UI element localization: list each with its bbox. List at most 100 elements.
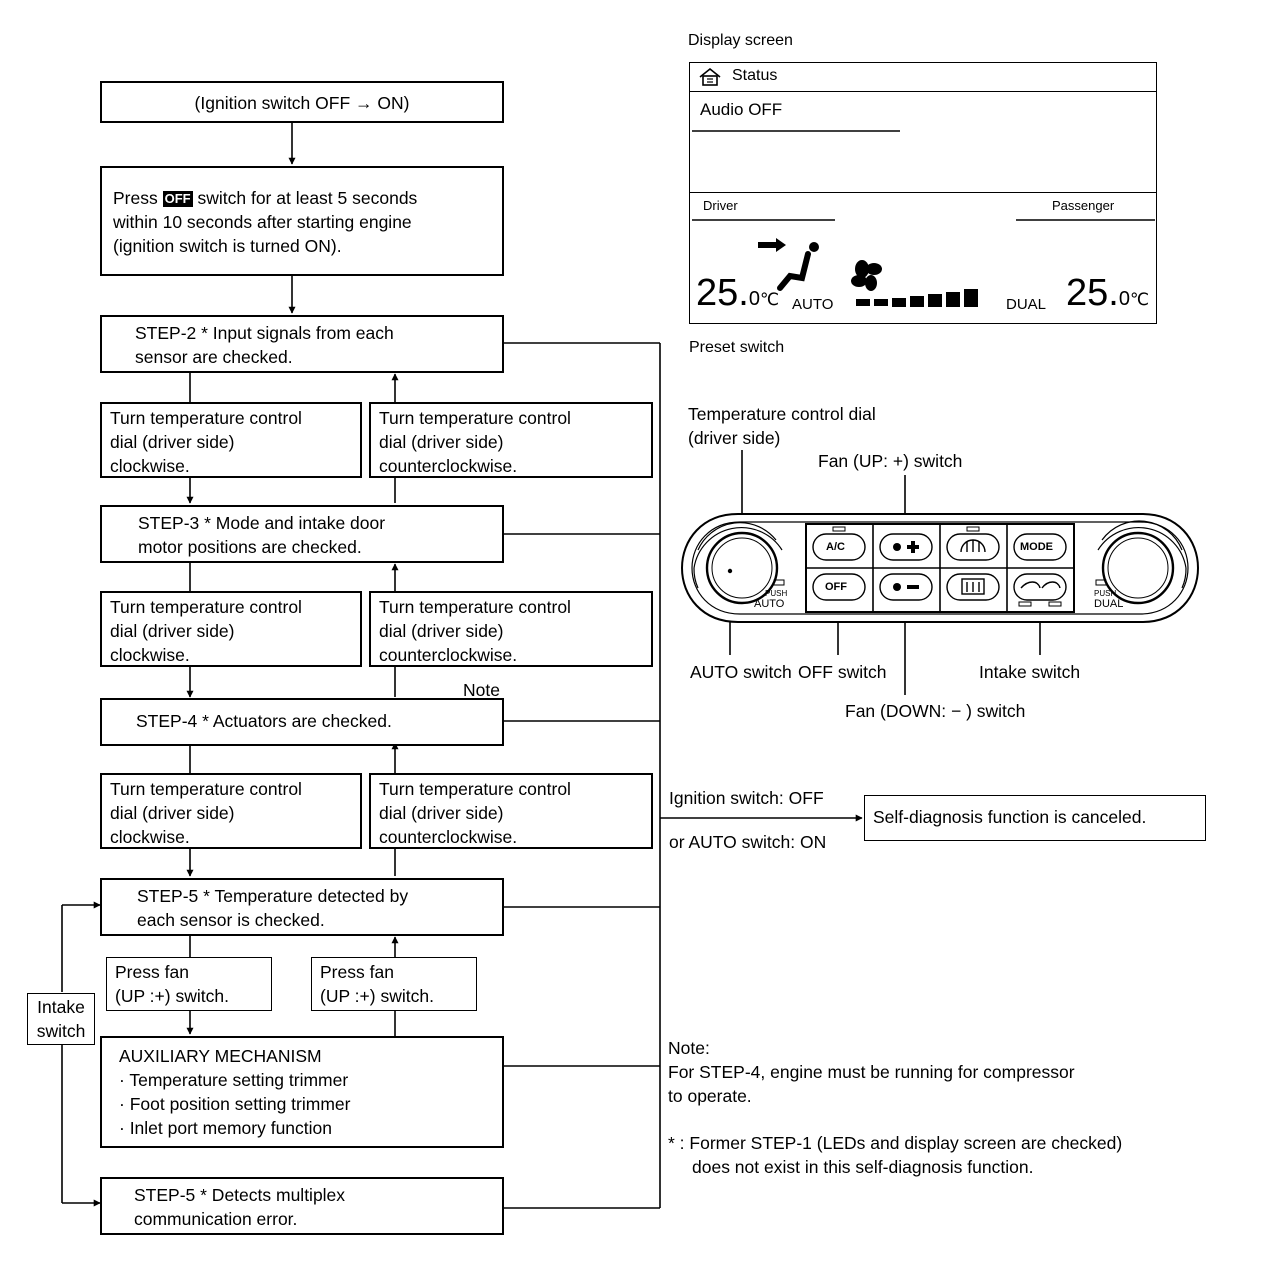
fan-down-label: Fan (DOWN: − ) switch bbox=[845, 699, 1025, 723]
press-off-box: Press OFF switch for at least 5 seconds … bbox=[100, 166, 504, 276]
fan-down-line3: switch bbox=[976, 701, 1026, 721]
turn-ccw-line3: counterclockwise. bbox=[379, 456, 518, 476]
cancel-result: Self-diagnosis function is canceled. bbox=[873, 807, 1147, 827]
note-body-line1: For STEP-4, engine must be running for c… bbox=[668, 1062, 1075, 1082]
off-button[interactable]: OFF bbox=[825, 581, 847, 593]
step5b-line2: communication error. bbox=[134, 1209, 298, 1229]
temp-dial-label-line1: Temperature control dial bbox=[688, 404, 876, 424]
passenger-temp: 25.0℃ bbox=[1066, 274, 1149, 319]
mode-button[interactable]: MODE bbox=[1020, 541, 1053, 553]
aux-item: · Inlet port memory function bbox=[119, 1118, 332, 1138]
turn-cw-line3: clockwise. bbox=[110, 645, 190, 665]
vent-mode-icon bbox=[758, 238, 819, 291]
off-switch-line2: switch bbox=[837, 662, 887, 682]
passenger-temp-int: 25. bbox=[1066, 272, 1119, 314]
fan-down-line2: (DOWN: − ) bbox=[880, 701, 972, 721]
step2-turn-cw-box: Turn temperature control dial (driver si… bbox=[100, 402, 362, 478]
step5b-line1: STEP-5 * Detects multiplex bbox=[134, 1185, 346, 1205]
aux-title: AUXILIARY MECHANISM bbox=[119, 1046, 322, 1066]
turn-cw-line2: dial (driver side) bbox=[110, 432, 235, 452]
turn-ccw-line1: Turn temperature control bbox=[379, 597, 571, 617]
turn-cw-line1: Turn temperature control bbox=[110, 779, 302, 799]
footnote-line1: * : Former STEP-1 (LEDs and display scre… bbox=[668, 1133, 1123, 1153]
step2-line2: sensor are checked. bbox=[135, 347, 293, 367]
turn-ccw-line2: dial (driver side) bbox=[379, 621, 504, 641]
step3-line1: STEP-3 * Mode and intake door bbox=[138, 513, 386, 533]
turn-cw-line1: Turn temperature control bbox=[110, 597, 302, 617]
audio-status: Audio OFF bbox=[700, 100, 783, 119]
press-off-line3: (ignition switch is turned ON). bbox=[113, 236, 342, 256]
display-status-bar: Status bbox=[690, 63, 1156, 92]
self-diagnosis-canceled-box: Self-diagnosis function is canceled. bbox=[864, 795, 1206, 841]
display-screen: Status Audio OFF Driver Passenger 25.0℃ … bbox=[689, 62, 1157, 324]
auto-switch-line1: AUTO bbox=[690, 662, 739, 682]
cancel-condition-1: Ignition switch: OFF bbox=[669, 788, 824, 808]
preset-panel bbox=[680, 513, 1200, 623]
fan-up-label: Fan (UP: +) switch bbox=[818, 451, 963, 471]
press-off-line2: within 10 seconds after starting engine bbox=[113, 212, 412, 232]
intake-switch-label: Intake switch bbox=[979, 662, 1081, 682]
driver-label: Driver bbox=[703, 198, 738, 213]
aux-item: · Foot position setting trimmer bbox=[119, 1094, 351, 1114]
press-fan-line1: Press fan bbox=[320, 962, 394, 982]
cancel-condition-2: or AUTO switch: ON bbox=[669, 832, 827, 852]
turn-ccw-line2: dial (driver side) bbox=[379, 432, 504, 452]
turn-ccw-line2: dial (driver side) bbox=[379, 803, 504, 823]
fan-down-line1: Fan bbox=[845, 701, 876, 721]
dual-dial-label[interactable]: DUAL bbox=[1094, 598, 1124, 610]
temp-dial-label-line2: (driver side) bbox=[688, 428, 781, 448]
note-title: Note: bbox=[668, 1038, 710, 1058]
step3-line2: motor positions are checked. bbox=[138, 537, 362, 557]
off-switch-line1: OFF bbox=[798, 662, 833, 682]
ac-button[interactable]: A/C bbox=[826, 541, 845, 553]
turn-ccw-line1: Turn temperature control bbox=[379, 408, 571, 428]
aux-item: · Temperature setting trimmer bbox=[119, 1070, 349, 1090]
note-body-line2: to operate. bbox=[668, 1086, 752, 1106]
push-label-right: PUSH bbox=[1094, 589, 1117, 598]
press-off-line1: Press OFF switch for at least 5 seconds bbox=[113, 186, 494, 210]
step3-turn-ccw-box: Turn temperature control dial (driver si… bbox=[369, 591, 653, 667]
preset-switch-caption: Preset switch bbox=[689, 339, 785, 356]
intake-switch-line2: switch bbox=[36, 1021, 86, 1041]
push-label-left: PUSH bbox=[765, 589, 788, 598]
driver-temp-unit: ℃ bbox=[759, 290, 780, 309]
step5-line1: STEP-5 * Temperature detected by bbox=[137, 886, 409, 906]
turn-ccw-line3: counterclockwise. bbox=[379, 645, 518, 665]
status-label: Status bbox=[732, 67, 778, 84]
step2-line1: STEP-2 * Input signals from each bbox=[135, 323, 394, 343]
step4-turn-cw-box: Turn temperature control dial (driver si… bbox=[100, 773, 362, 849]
auto-dial-label[interactable]: AUTO bbox=[754, 598, 785, 610]
intake-switch-line1: Intake bbox=[37, 997, 85, 1017]
turn-ccw-line1: Turn temperature control bbox=[379, 779, 571, 799]
off-badge: OFF bbox=[162, 191, 193, 207]
press-off-after: switch for at least 5 seconds bbox=[192, 188, 418, 208]
intake-switch-box: Intake switch bbox=[27, 993, 95, 1045]
auto-switch-line2: switch bbox=[743, 662, 792, 682]
dual-indicator: DUAL bbox=[1006, 296, 1047, 313]
auto-switch-label: AUTO switch bbox=[690, 660, 792, 684]
passenger-temp-unit: ℃ bbox=[1129, 290, 1150, 309]
ignition-on-box: (Ignition switch OFF → ON) bbox=[100, 81, 504, 123]
step5-box: STEP-5 * Temperature detected by each se… bbox=[100, 878, 504, 936]
step3-box: STEP-3 * Mode and intake door motor posi… bbox=[100, 505, 504, 563]
turn-cw-line3: clockwise. bbox=[110, 456, 190, 476]
press-fan-line2: (UP :+) switch. bbox=[115, 986, 229, 1006]
step2-box: STEP-2 * Input signals from each sensor … bbox=[100, 315, 504, 373]
auto-indicator: AUTO bbox=[792, 296, 834, 313]
driver-temp-int: 25. bbox=[696, 272, 749, 314]
press-fan-box-left: Press fan (UP :+) switch. bbox=[106, 957, 272, 1011]
press-fan-line2: (UP :+) switch. bbox=[320, 986, 434, 1006]
footnote-line2: does not exist in this self-diagnosis fu… bbox=[692, 1157, 1034, 1177]
step3-turn-cw-box: Turn temperature control dial (driver si… bbox=[100, 591, 362, 667]
driver-temp: 25.0℃ bbox=[696, 274, 779, 319]
display-screen-caption: Display screen bbox=[688, 32, 793, 49]
passenger-label: Passenger bbox=[1052, 198, 1115, 213]
step4-box: STEP-4 * Actuators are checked. bbox=[100, 698, 504, 746]
note-label: Note bbox=[463, 680, 500, 700]
fan-speed-icon bbox=[851, 260, 978, 307]
turn-ccw-line3: counterclockwise. bbox=[379, 827, 518, 847]
ignition-on-text: (Ignition switch OFF → ON) bbox=[194, 93, 410, 113]
auxiliary-mechanism-box: AUXILIARY MECHANISM · Temperature settin… bbox=[100, 1036, 504, 1148]
turn-cw-line2: dial (driver side) bbox=[110, 803, 235, 823]
